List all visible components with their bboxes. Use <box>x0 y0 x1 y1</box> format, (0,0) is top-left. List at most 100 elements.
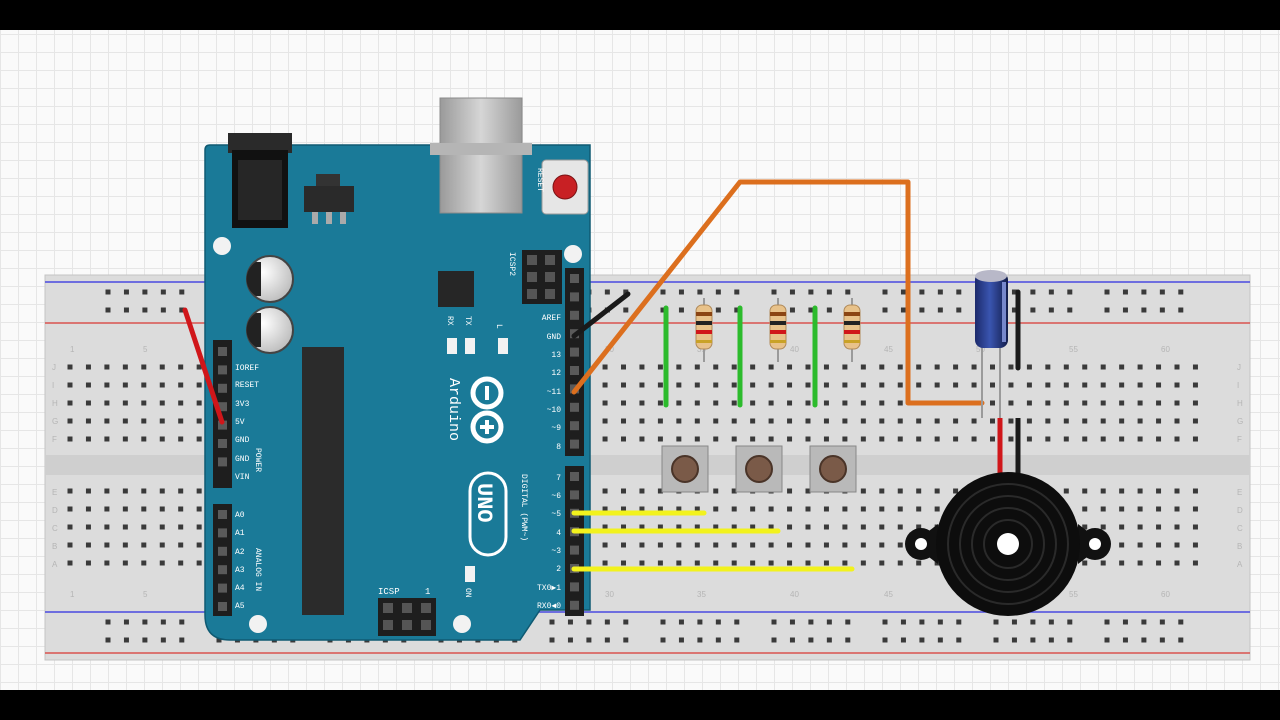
icsp-pin1-label: 1 <box>425 587 430 597</box>
breadboard-hole <box>141 364 147 370</box>
breadboard-hole <box>990 400 995 406</box>
header-pin <box>218 510 227 519</box>
arduino-uno-board[interactable]: RESET ICSP2 TX RX L <box>204 97 591 641</box>
breadboard-hole <box>676 382 682 388</box>
breadboard-hole <box>897 436 903 442</box>
breadboard-hole <box>953 436 959 442</box>
electrolytic-capacitor[interactable] <box>975 270 1008 418</box>
black-wire-gnd[interactable] <box>571 291 631 339</box>
rail-hole <box>845 637 851 643</box>
breadboard-hole <box>1119 436 1125 442</box>
rail-hole <box>1048 619 1054 625</box>
rail-hole <box>1048 307 1054 313</box>
breadboard-hole <box>860 560 866 566</box>
breadboard-hole <box>657 560 663 566</box>
rail-hole <box>937 619 943 625</box>
breadboard-hole <box>860 506 866 512</box>
rail-hole <box>808 307 814 313</box>
breadboard-hole <box>1100 436 1106 442</box>
header-pin <box>218 528 227 538</box>
rail-hole <box>123 619 129 625</box>
breadboard-hole <box>602 382 608 388</box>
breadboard-hole <box>823 506 829 512</box>
breadboard-hole <box>1174 436 1180 442</box>
breadboard-hole <box>141 560 147 566</box>
pushbutton-1[interactable] <box>661 445 709 493</box>
pushbutton-3[interactable] <box>809 445 857 493</box>
breadboard-hole <box>805 400 811 406</box>
row-label-d-left: D <box>52 506 58 515</box>
header-pin <box>570 421 579 431</box>
breadboard-hole <box>842 506 848 512</box>
breadboard-hole <box>842 382 848 388</box>
breadboard-hole <box>713 400 719 406</box>
header-pin <box>570 490 579 500</box>
breadboard-hole <box>731 524 737 530</box>
breadboard-hole <box>621 506 626 512</box>
breadboard-hole <box>1156 524 1162 530</box>
rail-hole <box>604 619 610 625</box>
breadboard-hole <box>860 364 866 370</box>
breadboard-hole <box>1119 524 1125 530</box>
breadboard-hole <box>1174 488 1180 494</box>
rail-hole <box>179 289 185 295</box>
resistor-1[interactable] <box>695 298 713 362</box>
breadboard-hole <box>768 364 774 370</box>
breadboard-hole <box>971 364 977 370</box>
breadboard-hole <box>805 542 811 548</box>
breadboard-hole <box>805 560 811 566</box>
breadboard-hole <box>85 506 91 512</box>
rail-hole <box>678 289 684 295</box>
row-label-i-right: I <box>1237 381 1239 390</box>
usb-interface-chip <box>438 271 474 307</box>
breadboard-hole <box>1026 364 1032 370</box>
rail-hole <box>1159 637 1165 643</box>
rail-hole <box>900 619 906 625</box>
breadboard-hole <box>750 524 756 530</box>
red-wire-5v[interactable] <box>182 307 225 425</box>
rail-hole <box>160 637 166 643</box>
breadboard-hole <box>879 364 885 370</box>
breadboard-hole <box>934 382 940 388</box>
breadboard-hole <box>916 524 922 530</box>
breadboard-hole <box>713 382 719 388</box>
piezo-buzzer[interactable] <box>905 418 1111 616</box>
resistor-2[interactable] <box>769 298 787 362</box>
breadboard-hole <box>1045 364 1051 370</box>
rail-hole <box>715 289 721 295</box>
header-pin <box>570 545 579 555</box>
rail-hole <box>1048 289 1054 295</box>
orange-wire-pin11[interactable] <box>571 179 985 406</box>
breadboard-hole <box>787 400 793 406</box>
breadboard-hole <box>953 382 959 388</box>
power-pin-gnd-2: GND <box>235 455 250 464</box>
breadboard-hole <box>879 506 885 512</box>
rail-hole <box>1011 307 1017 313</box>
rail-hole <box>142 619 148 625</box>
rail-hole <box>623 307 629 313</box>
breadboard-hole <box>916 506 922 512</box>
row-label-f-left: F <box>52 435 57 444</box>
breadboard-hole <box>879 436 885 442</box>
breadboard-hole <box>990 382 995 388</box>
breadboard-hole <box>639 488 645 494</box>
power-pin-5v: 5V <box>235 418 245 427</box>
breadboard-hole <box>1137 400 1143 406</box>
pushbutton-2[interactable] <box>735 445 783 493</box>
breadboard-hole <box>67 364 73 370</box>
rail-hole <box>1048 637 1054 643</box>
header-pin <box>570 600 579 610</box>
breadboard-hole <box>1174 400 1180 406</box>
power-pin-reset: RESET <box>235 381 259 390</box>
breadboard-hole <box>1082 382 1088 388</box>
breadboard-hole <box>67 382 73 388</box>
breadboard-hole <box>1192 400 1198 406</box>
reset-button[interactable] <box>541 159 589 215</box>
breadboard-hole <box>1100 506 1106 512</box>
board-pcb <box>204 144 591 641</box>
breadboard-hole <box>141 506 147 512</box>
rail-hole <box>1030 619 1036 625</box>
rail-hole <box>1141 637 1147 643</box>
breadboard-hole <box>196 436 202 442</box>
resistor-3[interactable] <box>843 298 861 362</box>
